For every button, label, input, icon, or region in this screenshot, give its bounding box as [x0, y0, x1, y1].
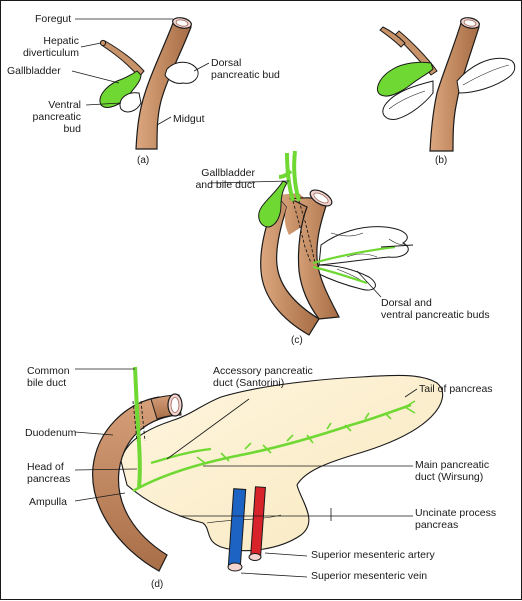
panel-b-drawing — [377, 17, 516, 152]
label-gallbladder-a: Gallbladder — [7, 65, 61, 77]
label-main-duct: Main pancreatic duct (Wirsung) — [415, 459, 490, 483]
gallbladder-b — [377, 61, 434, 97]
gut-tube-c — [260, 193, 320, 336]
label-ampulla: Ampulla — [29, 496, 67, 508]
label-duodenum: Duodenum — [25, 427, 77, 439]
ventral-bud-b — [382, 80, 434, 120]
label-foregut: Foregut — [35, 13, 72, 25]
label-hepatic-diverticulum: Hepatic diverticulum — [22, 35, 79, 59]
gut-tube-a — [135, 22, 192, 150]
label-gallbladder-bile-duct: Gallbladder and bile duct — [195, 167, 255, 191]
dorsal-bud-b — [456, 57, 516, 94]
panel-d-drawing — [74, 366, 444, 578]
gallbladder-c — [258, 180, 288, 228]
gallbladder-a — [99, 70, 142, 108]
ventral-bud-c — [316, 264, 376, 291]
label-smv: Superior mesenteric vein — [311, 570, 428, 582]
label-tail: Tail of pancreas — [419, 383, 493, 395]
common-bile-duct — [133, 366, 142, 488]
label-accessory-duct: Accessory pancreatic duct (Santorini) — [213, 365, 313, 389]
panel-c-drawing — [208, 150, 414, 336]
ventral-bud-a — [119, 92, 142, 113]
bile-duct-c — [285, 152, 295, 202]
caption-c: (c) — [291, 335, 303, 346]
duodenum — [92, 396, 179, 572]
dorsal-bud-a — [164, 61, 199, 84]
label-midgut: Midgut — [173, 113, 205, 125]
caption-a: (a) — [137, 155, 150, 166]
gut-tube-b — [429, 22, 480, 152]
caption-b: (b) — [435, 155, 448, 166]
label-ventral-bud: Ventral pancreatic bud — [32, 99, 81, 135]
caption-d: (d) — [151, 579, 164, 590]
label-head: Head of pancreas — [27, 461, 71, 485]
label-common-bile-duct: Common bile duct — [27, 365, 70, 389]
label-dorsal-bud: Dorsal pancreatic bud — [211, 57, 280, 81]
label-pancreatic-buds: Dorsal and ventral pancreatic buds — [381, 297, 490, 321]
label-sma: Superior mesenteric artery — [311, 549, 435, 561]
label-uncinate: Uncinate process pancreas — [415, 507, 497, 531]
main-pancreatic-duct — [132, 403, 412, 493]
pancreas — [120, 374, 444, 552]
panel-a-drawing — [71, 17, 210, 150]
